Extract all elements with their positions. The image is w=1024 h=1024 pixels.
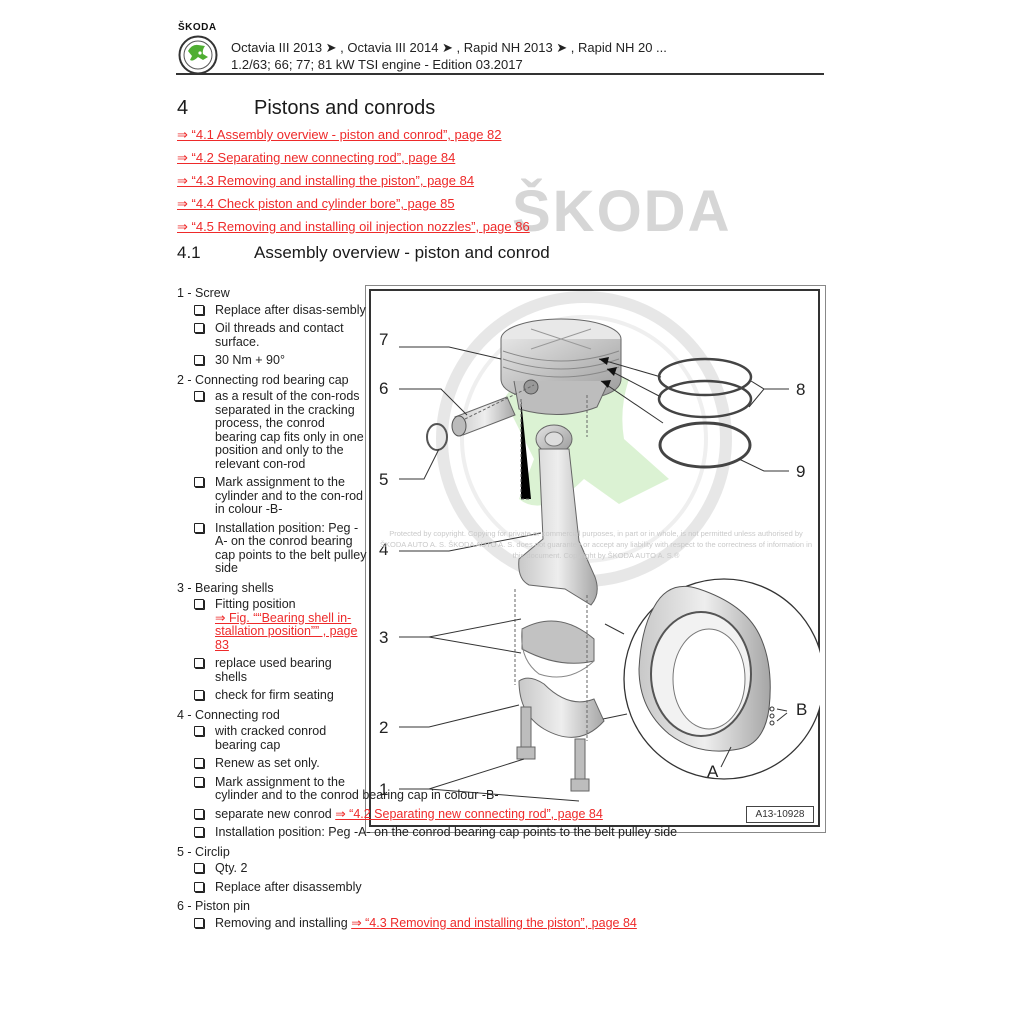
screws-part xyxy=(516,706,590,792)
checkbox-icon xyxy=(194,808,204,819)
item-bullet: Oil threads and contact surface. xyxy=(177,321,367,349)
checkbox-icon xyxy=(194,477,204,487)
item-title: 1 - Screw xyxy=(177,286,230,300)
checkbox-icon xyxy=(194,827,204,837)
detail-magnified-view xyxy=(602,578,820,780)
piston-rings-part xyxy=(657,357,753,469)
item-bullet: Installation position: Peg -A- on the co… xyxy=(177,521,367,576)
checkbox-icon xyxy=(194,391,204,401)
item-bullet: Removing and installing ⇒ “4.3 Removing … xyxy=(177,915,815,931)
chapter-toc: ⇒ “4.1 Assembly overview - piston and co… xyxy=(177,126,530,241)
item-title: 3 - Bearing shells xyxy=(177,580,274,595)
toc-link-4-2[interactable]: ⇒ “4.2 Separating new connecting rod”, p… xyxy=(177,150,456,165)
piston-pin-part xyxy=(451,396,516,437)
callout-1: 1 xyxy=(379,780,389,799)
item-title: 6 - Piston pin xyxy=(177,899,250,913)
item-bullet: Qty. 2 xyxy=(177,861,367,876)
callout-3: 3 xyxy=(379,628,389,647)
item-bullet: Replace after disas-sembly xyxy=(177,303,367,318)
bearing-cap-part xyxy=(518,677,605,738)
checkbox-icon xyxy=(194,599,204,609)
parts-list: 1 - Screw Replace after disas-sembly Oil… xyxy=(177,286,677,936)
toc-link-4-5[interactable]: ⇒ “4.5 Removing and installing oil injec… xyxy=(177,219,530,234)
figure-frame-outer xyxy=(365,285,826,833)
link-removing-piston[interactable]: ⇒ “4.3 Removing and installing the pisto… xyxy=(351,915,637,930)
item-bullet: as a result of the con-rods separated in… xyxy=(177,389,367,471)
checkbox-icon xyxy=(194,881,204,892)
item-bullet: Renew as set only. xyxy=(177,756,367,771)
callout-9: 9 xyxy=(796,462,806,481)
header-engine-edition: 1.2/63; 66; 77; 81 kW TSI engine - Editi… xyxy=(231,57,523,72)
item-bullet: separate new conrod ⇒ “4.2 Separating ne… xyxy=(177,806,815,822)
chapter-title: Pistons and conrods xyxy=(254,97,436,119)
callout-8: 8 xyxy=(796,380,806,399)
header-models: Octavia III 2013 ➤ , Octavia III 2014 ➤ … xyxy=(231,40,667,55)
checkbox-icon xyxy=(194,355,204,365)
item-title: 2 - Connecting rod bearing cap xyxy=(177,372,349,387)
checkbox-icon xyxy=(194,776,204,787)
callout-7: 7 xyxy=(379,330,389,349)
connecting-rod-part xyxy=(518,424,598,606)
watermark-brand: ŠKODA xyxy=(512,179,732,244)
callout-5: 5 xyxy=(379,470,389,489)
piston-part xyxy=(500,318,622,416)
item-bullet: replace used bearing shells xyxy=(177,656,367,684)
checkbox-icon xyxy=(194,522,204,533)
item-screw: 1 - Screw Replace after disas-sembly Oil… xyxy=(177,286,367,368)
checkbox-icon xyxy=(194,690,204,700)
copyright-notice: Protected by copyright. Copying for priv… xyxy=(379,529,813,560)
item-bullet: check for firm seating xyxy=(177,688,367,703)
link-bearing-shell-fig[interactable]: ⇒ Fig. ““Bearing shell in-stallation pos… xyxy=(215,610,358,652)
skoda-logo-icon xyxy=(178,35,218,75)
section-title: Assembly overview - piston and conrod xyxy=(254,243,550,262)
callout-2: 2 xyxy=(379,718,389,737)
item-piston-pin: 6 - Piston pin Removing and installing ⇒… xyxy=(177,899,637,930)
chapter-number: 4 xyxy=(177,97,189,119)
item-bearing-shells: 3 - Bearing shells Fitting position⇒ Fig… xyxy=(177,580,367,703)
piston-conrod-diagram xyxy=(399,291,820,802)
bearing-shells-part xyxy=(521,620,595,678)
callout-A: A xyxy=(707,762,719,781)
header-divider xyxy=(176,73,824,75)
toc-link-4-1[interactable]: ⇒ “4.1 Assembly overview - piston and co… xyxy=(177,127,502,142)
checkbox-icon xyxy=(194,917,204,928)
item-bearing-cap: 2 - Connecting rod bearing cap as a resu… xyxy=(177,372,367,576)
item-bullet: Mark assignment to the cylinder and to t… xyxy=(177,475,367,517)
brand-wordmark: ŠKODA xyxy=(178,22,217,33)
item-bullet: 30 Nm + 90° xyxy=(177,353,367,368)
item-circlip: 5 - Circlip Qty. 2 Replace after disasse… xyxy=(177,844,367,895)
item-bullet: with cracked conrod bearing cap xyxy=(177,724,367,752)
figure-id: A13-10928 xyxy=(746,806,814,823)
item-title: 5 - Circlip xyxy=(177,844,230,859)
checkbox-icon xyxy=(194,323,204,333)
item-connecting-rod: 4 - Connecting rod with cracked conrod b… xyxy=(177,707,677,840)
callout-4: 4 xyxy=(379,540,389,559)
circlip-part xyxy=(426,423,448,451)
checkbox-icon xyxy=(194,726,204,736)
checkbox-icon xyxy=(194,758,204,768)
checkbox-icon xyxy=(194,863,204,873)
callout-6: 6 xyxy=(379,379,389,398)
section-number: 4.1 xyxy=(177,243,201,262)
item-title: 4 - Connecting rod xyxy=(177,707,280,722)
callout-B: B xyxy=(796,700,808,719)
item-bullet: Fitting position⇒ Fig. ““Bearing shell i… xyxy=(177,597,367,652)
checkbox-icon xyxy=(194,658,204,668)
checkbox-icon xyxy=(194,304,204,315)
figure-frame xyxy=(369,289,820,827)
item-bullet: Replace after disassembly xyxy=(177,880,367,895)
toc-link-4-4[interactable]: ⇒ “4.4 Check piston and cylinder bore”, … xyxy=(177,196,455,211)
toc-link-4-3[interactable]: ⇒ “4.3 Removing and installing the pisto… xyxy=(177,173,475,188)
link-separating-conrod[interactable]: ⇒ “4.2 Separating new connecting rod”, p… xyxy=(335,806,603,821)
item-bullet: Installation position: Peg -A- on the co… xyxy=(177,825,815,840)
